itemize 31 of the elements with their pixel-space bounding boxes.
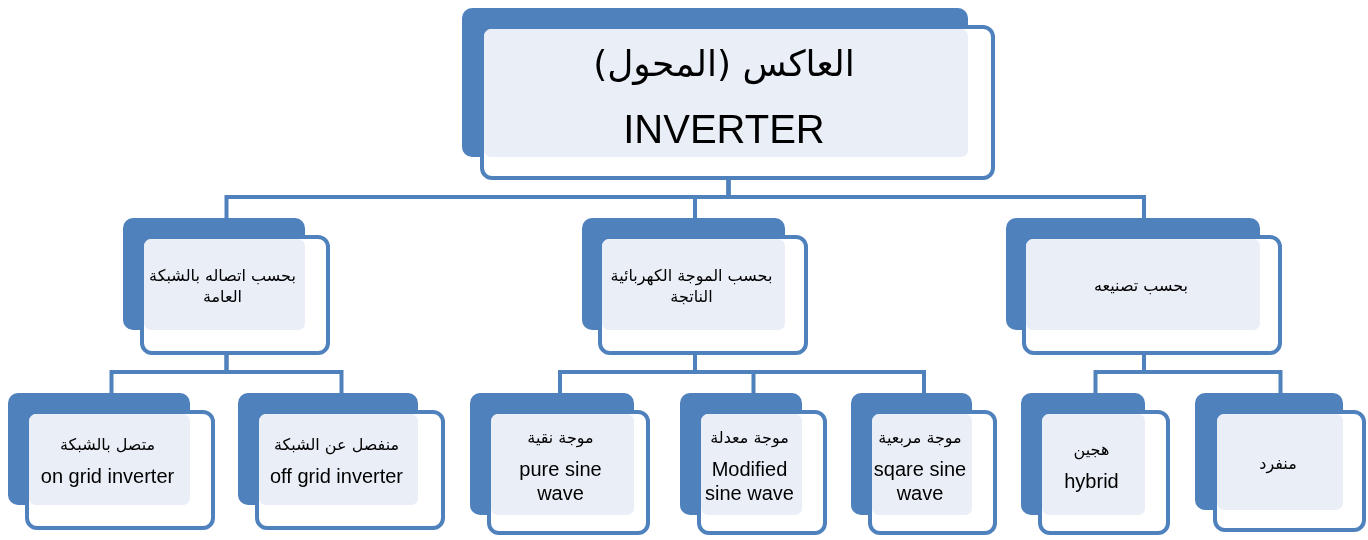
box-label: on grid inverter — [40, 463, 175, 488]
box-label: منفرد — [1259, 453, 1297, 475]
node-box — [680, 393, 827, 535]
node-box — [462, 8, 995, 180]
node-box — [1021, 393, 1170, 535]
box-label: INVERTER — [623, 106, 825, 154]
node-box — [1195, 393, 1366, 532]
box-label: موجة معدلة — [710, 428, 789, 449]
box-label: hybrid — [1064, 468, 1119, 493]
node-box — [8, 393, 215, 530]
box-label: العاكس (المحول) — [593, 41, 855, 87]
node-box — [123, 218, 330, 355]
node-box — [470, 393, 650, 535]
node-box — [582, 218, 808, 355]
box-label: متصل بالشبكة — [59, 435, 156, 456]
box-label: بحسب اتصاله بالشبكة العامة — [148, 265, 297, 308]
box-label: منفصل عن الشبكة — [273, 435, 400, 456]
node-box — [1006, 218, 1282, 355]
node-box — [238, 393, 445, 530]
box-label: بحسب تصنيعه — [1093, 276, 1189, 297]
node-box — [851, 393, 997, 535]
box-label: بحسب الموجة الكهربائية الناتجة — [609, 265, 774, 308]
box-label: pure sine wave — [518, 456, 603, 505]
box-label: موجة مربعية — [878, 428, 962, 449]
box-label: sqare sine wave — [872, 456, 968, 505]
connector-line — [224, 355, 344, 393]
box-label: موجة نقية — [527, 428, 594, 449]
box-label: هجين — [1073, 440, 1110, 461]
box-label: Modified sine wave — [704, 456, 795, 505]
connector-line — [726, 180, 1146, 218]
box-label: off grid inverter — [270, 463, 403, 488]
